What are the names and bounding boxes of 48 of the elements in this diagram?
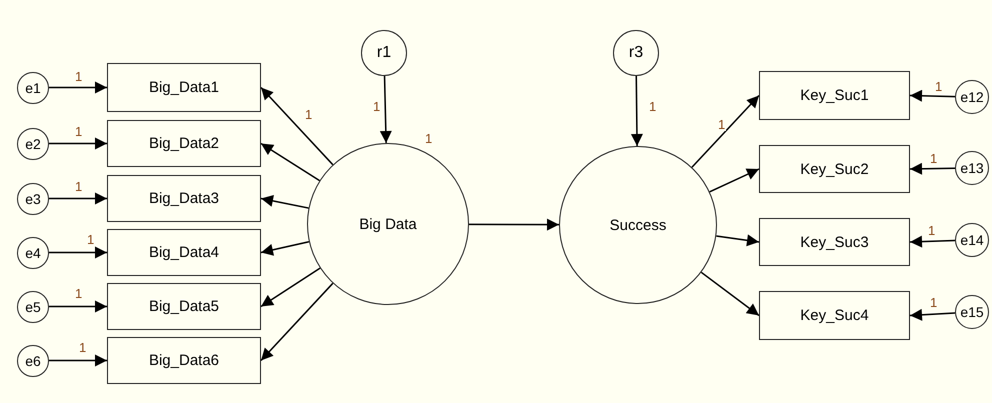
edge-label: 1 <box>717 118 726 131</box>
variable-box: Key_Suc2 <box>759 145 910 193</box>
arrow <box>709 168 760 192</box>
arrow <box>49 82 107 94</box>
edge-label: 1 <box>86 233 96 246</box>
arrow <box>49 300 107 312</box>
edge-label: 1 <box>78 341 88 354</box>
arrow <box>630 76 643 146</box>
variable-box: Key_Suc4 <box>759 291 910 340</box>
edge-label: 1 <box>372 100 382 113</box>
variance-label: 1 <box>425 132 432 145</box>
variable-box: Big_Data2 <box>107 120 261 167</box>
arrow <box>260 268 320 308</box>
arrow <box>260 194 309 209</box>
arrow <box>910 162 956 175</box>
variable-box: Key_Suc1 <box>759 71 910 120</box>
arrow <box>49 246 107 258</box>
edge-label: 1 <box>304 108 314 121</box>
arrow <box>469 218 559 231</box>
arrow <box>910 90 956 102</box>
arrow <box>260 142 320 182</box>
variable-box: Key_Suc3 <box>759 218 910 266</box>
edge-label: 1 <box>74 180 84 193</box>
arrow <box>260 86 334 166</box>
arrow <box>700 272 760 316</box>
variable-box: Big_Data3 <box>107 175 261 222</box>
arrow <box>910 236 956 248</box>
edge-label: 1 <box>929 152 938 165</box>
variable-box: Big_Data6 <box>107 337 261 384</box>
arrow <box>49 354 107 366</box>
edge-label: 1 <box>929 296 938 309</box>
variable-box: Big_Data1 <box>107 63 261 112</box>
arrow <box>49 192 107 204</box>
edge-label: 1 <box>934 80 944 93</box>
edge-label: 1 <box>927 224 936 237</box>
variable-box: Big_Data5 <box>107 283 261 330</box>
arrow <box>691 94 760 168</box>
arrow <box>716 234 760 246</box>
arrow <box>49 138 107 150</box>
arrow <box>260 282 334 362</box>
edge-label: 1 <box>74 125 84 138</box>
edge-label: 1 <box>74 287 84 300</box>
edge-label: 1 <box>648 100 658 113</box>
arrow <box>910 308 956 321</box>
edge-label: 1 <box>74 70 84 83</box>
arrow <box>380 76 392 144</box>
variable-box: Big_Data4 <box>107 229 261 276</box>
arrow <box>260 241 310 256</box>
